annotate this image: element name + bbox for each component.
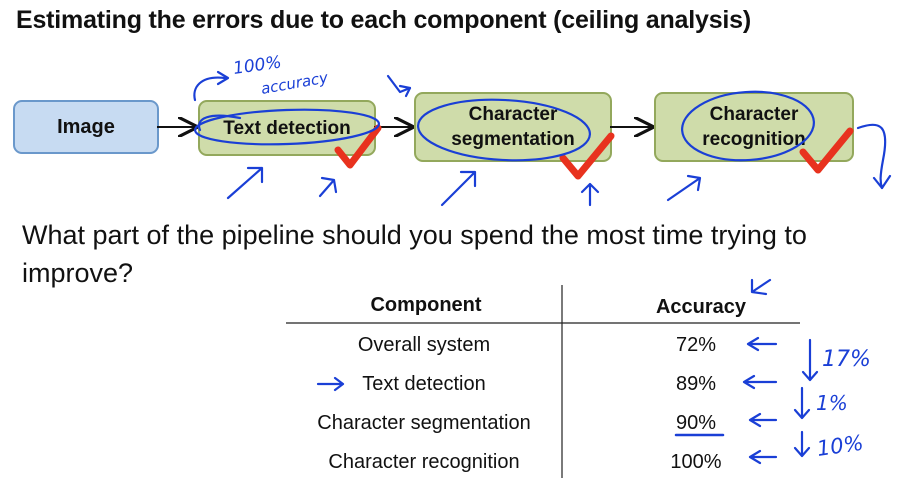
circle-char-rec [681,90,815,162]
check-mark-icon [334,124,854,180]
delta-1: 1% [816,391,848,415]
stage-character-recognition: Character recognition [654,92,854,162]
question-text: What part of the pipeline should you spe… [22,220,807,288]
handwritten-note-line1: 100% [232,52,283,79]
header-accuracy: Accuracy [655,296,747,318]
down-arrow-icon [801,338,819,382]
stage-char-rec-label: Character recognition [702,102,805,152]
accuracy-arrow-icon [750,278,772,296]
stage-char-rec-line1: Character [709,104,799,125]
left-arrow-icon [746,336,778,352]
curl-arrow-icon [856,123,887,190]
left-arrow-icon [748,412,778,428]
left-arrow-icon [748,449,778,465]
bullet-arrow-icon [316,376,345,392]
down-arrow-icon [793,430,811,458]
circle-tail [197,114,242,132]
circle-text-detection [193,108,381,146]
header-component: Component [370,294,482,316]
slide-title: Estimating the errors due to each compon… [16,6,751,34]
row-1-component: Text detection [362,373,486,395]
stage-text-detection-label: Text detection [223,117,351,139]
down-arrow-icon [793,386,811,420]
stage-char-rec-line2: recognition [702,129,806,150]
circle-char-seg [417,98,591,162]
left-arrow-icon [742,374,778,390]
stage-char-seg-line2: segmentation [451,129,575,150]
up-arrow-icon [666,174,702,202]
row-0-accuracy: 72% [675,334,717,356]
handwritten-arrow-icon [386,74,412,94]
stage-image: Image [13,100,159,154]
row-1-accuracy: 89% [675,373,717,395]
delta-10: 10% [815,431,865,461]
stage-character-segmentation: Character segmentation [414,92,612,162]
stage-char-seg-label: Character segmentation [451,102,575,152]
up-arrow-icon [440,170,477,207]
row-2-component: Character segmentation [317,412,531,434]
up-arrow-icon [226,166,264,200]
up-arrow-icon [580,182,600,207]
delta-17: 17% [822,347,871,372]
up-arrow-icon [318,176,338,198]
row-0-component: Overall system [357,334,491,356]
row-3-component: Character recognition [328,451,520,473]
row-3-accuracy: 100% [670,451,722,473]
handwritten-arrow-icon [193,76,227,102]
stage-char-seg-line1: Character [468,104,558,125]
stage-image-label: Image [57,115,115,138]
row-2-accuracy: 90% [675,412,717,434]
